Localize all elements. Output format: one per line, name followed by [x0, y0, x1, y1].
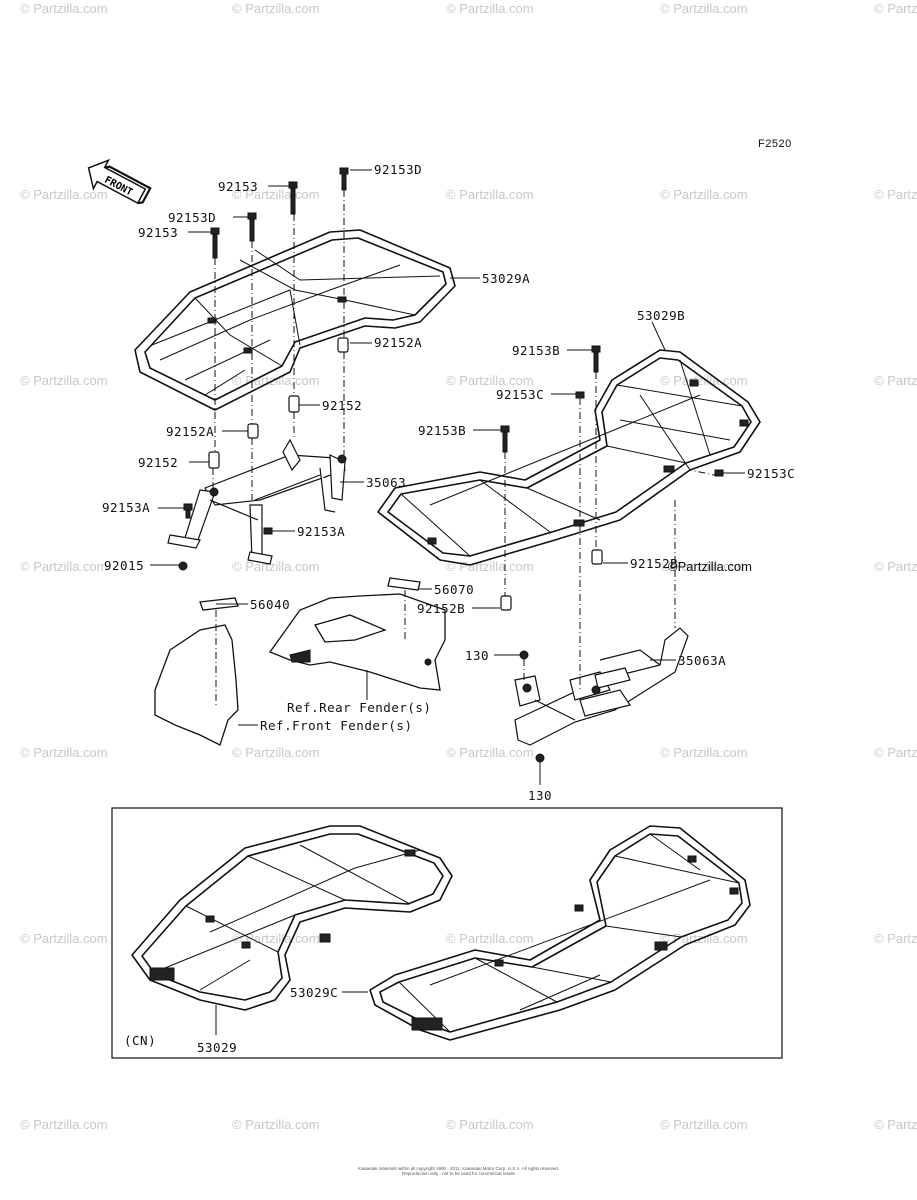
front-bracket-35063 [167, 438, 347, 565]
watermark-text: © Partzilla.com [20, 931, 108, 946]
watermark-text: © Partzilla.com [232, 373, 320, 388]
watermark-text: © Partzilla.com [874, 1117, 917, 1132]
watermark-text: © Partzilla.com [446, 745, 534, 760]
watermark-text: © Partzilla.com [232, 1117, 320, 1132]
label-130-bottom: 130 [528, 788, 552, 803]
label-53029: 53029 [197, 1040, 237, 1055]
watermark-text: © Partzilla.com [20, 745, 108, 760]
label-front-fender-ref: Ref.Front Fender(s) [260, 718, 413, 733]
watermark-text: © Partzilla.com [660, 187, 748, 202]
label-92152-left: 92152 [138, 455, 178, 470]
front-fender-reference [154, 597, 239, 746]
copyright-line-2: Reproduction only - not to be used for c… [401, 1171, 516, 1176]
label-92152A-right: 92152A [374, 335, 422, 350]
label-56040: 56040 [250, 597, 290, 612]
watermark-text: © Partzilla.com [232, 1, 320, 16]
label-92015: 92015 [104, 558, 144, 573]
watermark-grid: © Partzilla.com © Partzilla.com © Partzill… [20, 1, 917, 1132]
label-130-top: 130 [465, 648, 489, 663]
label-92152B-right: 92152B [630, 556, 678, 571]
figure-code: F2520 [758, 138, 792, 150]
label-rear-fender-ref: Ref.Rear Fender(s) [287, 700, 431, 715]
cn-rear-rack-53029C [342, 825, 751, 1041]
watermark-text: © Partzilla.com [446, 559, 534, 574]
label-92153D-top: 92153D [374, 162, 422, 177]
watermark-text: © Partzilla.com [660, 559, 748, 574]
watermark-text: © Partzilla.com [660, 745, 748, 760]
label-92152-mid: 92152 [322, 398, 362, 413]
label-92153D-left: 92153D [168, 210, 216, 225]
watermark-text: © Partzilla.com [232, 745, 320, 760]
watermark-text: © Partzilla.com [660, 1117, 748, 1132]
watermark-text: © Partzilla.com [232, 559, 320, 574]
watermark-text: © Partzilla.com [874, 559, 917, 574]
watermark-text: © Partzilla.com [20, 559, 108, 574]
label-92153A-left: 92153A [102, 500, 150, 515]
watermark-text: © Partzilla.com [874, 373, 917, 388]
label-53029A: 53029A [482, 271, 530, 286]
watermark-text: © Partzilla.com [446, 373, 534, 388]
copyright-notice: Kawasaki materials within all copyright … [0, 1166, 917, 1176]
label-92153C-right: 92153C [747, 466, 795, 481]
watermark-text: © Partzilla.com [20, 187, 108, 202]
watermark-text: © Partzilla.com [660, 931, 748, 946]
watermark-text: © Partzilla.com [20, 1, 108, 16]
part-labels: 92153 92153D 92153D 92153 53029A 92152A … [102, 162, 795, 1055]
label-35063: 35063 [366, 475, 406, 490]
rear-rack-53029B [377, 349, 761, 566]
label-92152B-left: 92152B [417, 601, 465, 616]
label-53029B: 53029B [637, 308, 685, 323]
label-92153B-left: 92153B [418, 423, 466, 438]
label-92153A-right: 92153A [297, 524, 345, 539]
leader-lines [150, 169, 745, 785]
label-92153B-top: 92153B [512, 343, 560, 358]
label-92152A-left: 92152A [166, 424, 214, 439]
featured-watermark: ©Partzilla.com [668, 559, 752, 574]
rear-bracket-35063A [514, 627, 689, 746]
watermark-text: © Partzilla.com [446, 931, 534, 946]
front-rack-53029A [134, 229, 456, 411]
watermark-text: © Partzilla.com [446, 187, 534, 202]
label-53029C: 53029C [290, 985, 338, 1000]
label-35063A: 35063A [678, 653, 726, 668]
watermark-text: © Partzilla.com [446, 1117, 534, 1132]
label-cn-variant: (CN) [124, 1033, 156, 1048]
label-92153-top: 92153 [218, 179, 258, 194]
watermark-text: © Partzilla.com [20, 373, 108, 388]
front-arrow-icon: FRONT [87, 158, 152, 205]
watermark-text: © Partzilla.com [874, 931, 917, 946]
watermark-text: © Partzilla.com [232, 187, 320, 202]
front-fasteners [178, 167, 349, 571]
watermark-text: © Partzilla.com [660, 1, 748, 16]
watermark-text: © Partzilla.com [20, 1117, 108, 1132]
watermark-text: © Partzilla.com [446, 1, 534, 16]
watermark-text: © Partzilla.com [232, 931, 320, 946]
label-92153C-top: 92153C [496, 387, 544, 402]
watermark-text: © Partzilla.com [874, 187, 917, 202]
watermark-text: © Partzilla.com [874, 1, 917, 16]
copyright-line-1: Kawasaki materials within all copyright … [357, 1166, 559, 1171]
cn-variant-box [111, 807, 783, 1059]
rear-fender-reference [268, 577, 446, 691]
label-92153-left: 92153 [138, 225, 178, 240]
label-56070: 56070 [434, 582, 474, 597]
cn-front-rack-53029 [131, 825, 453, 1035]
featured-watermark-text: ©Partzilla.com [668, 559, 752, 574]
watermark-text: © Partzilla.com [660, 373, 748, 388]
watermark-text: © Partzilla.com [874, 745, 917, 760]
